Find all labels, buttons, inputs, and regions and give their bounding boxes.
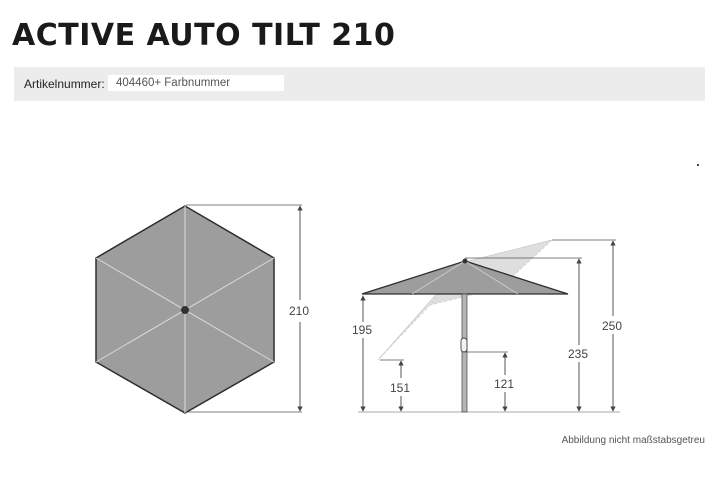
side-reference-lines [358,239,620,413]
crank-height-dimension: 121 [494,352,514,412]
height-235-label: 235 [568,347,588,361]
height-151-label: 151 [390,381,410,395]
height-235-dimension: 235 [568,258,588,412]
crank-height-label: 121 [494,377,514,391]
height-250-label: 250 [602,319,622,333]
width-label: 210 [289,304,309,318]
article-info-bar: Artikelnummer: 404460+ Farbnummer [14,67,705,101]
height-195-label: 195 [352,323,372,337]
article-number-label: Artikelnummer: [24,77,105,91]
tilted-umbrella-icon [361,239,569,413]
height-151-dimension: 151 [390,360,410,412]
stray-dot [697,164,699,166]
width-dimension: 210 [186,204,309,413]
page-title: ACTIVE AUTO TILT 210 [12,18,396,53]
article-number-value: 404460+ Farbnummer [108,75,284,91]
height-195-dimension: 195 [352,295,372,412]
scale-disclaimer: Abbildung nicht maßstabsgetreu [561,435,705,446]
hexagon-umbrella-icon [95,205,275,414]
height-250-dimension: 250 [602,240,622,412]
